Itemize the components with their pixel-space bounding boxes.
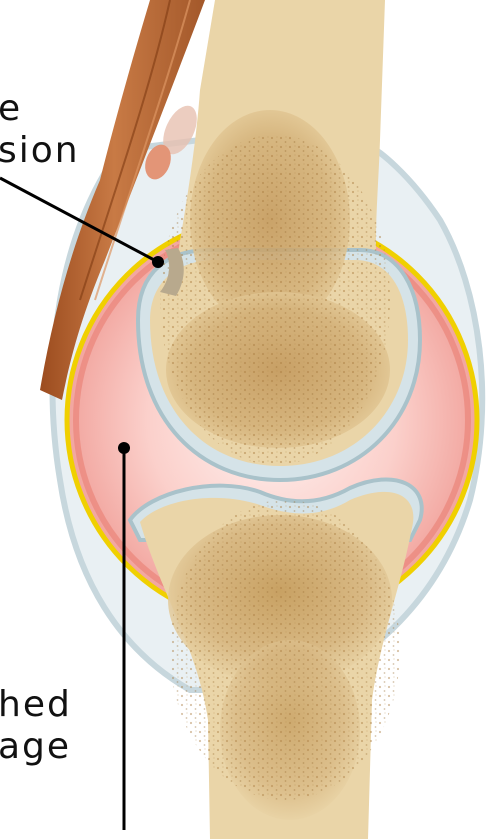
upper-bone-texture <box>160 135 390 465</box>
label-bone-erosion: e sion <box>0 88 80 172</box>
pointer-dot-cartilage <box>118 442 130 454</box>
label-thinned-cartilage: hed age <box>0 684 72 768</box>
label-thinned-cartilage-line1: hed <box>0 684 72 725</box>
label-bone-erosion-line2: sion <box>0 130 80 171</box>
pointer-dot-erosion <box>152 256 164 268</box>
label-thinned-cartilage-line2: age <box>0 726 71 767</box>
lower-bone-texture <box>170 500 400 800</box>
label-bone-erosion-line1: e <box>0 88 22 129</box>
